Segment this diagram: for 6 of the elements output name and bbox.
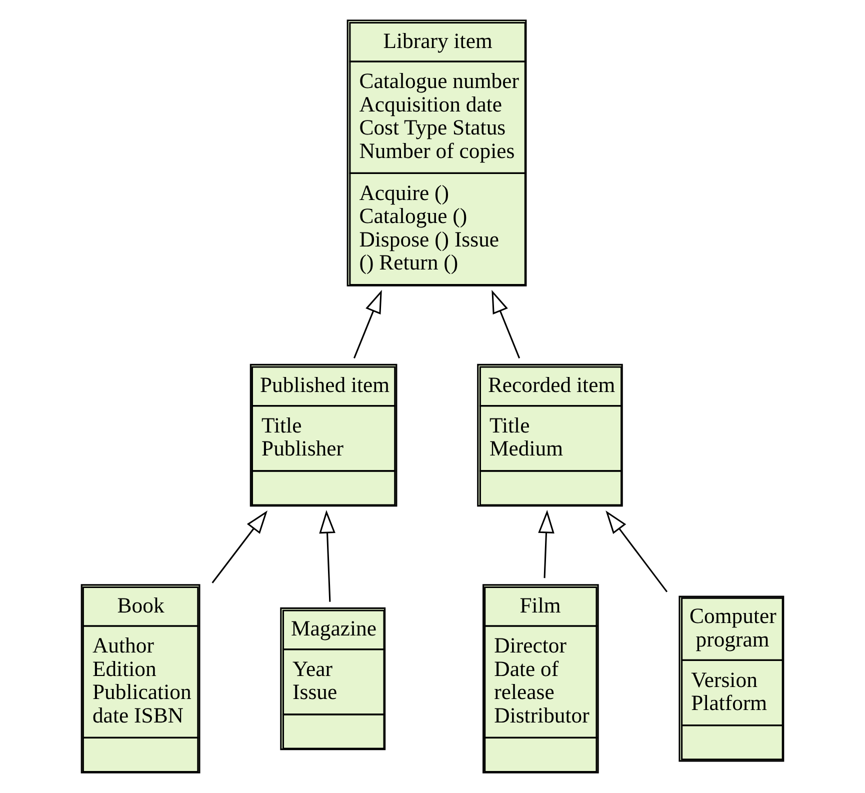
arrow	[353, 290, 382, 358]
arrow	[538, 510, 554, 578]
arrow	[606, 510, 668, 592]
arrow	[319, 510, 336, 602]
arrow	[212, 510, 268, 584]
arrow	[492, 290, 520, 358]
